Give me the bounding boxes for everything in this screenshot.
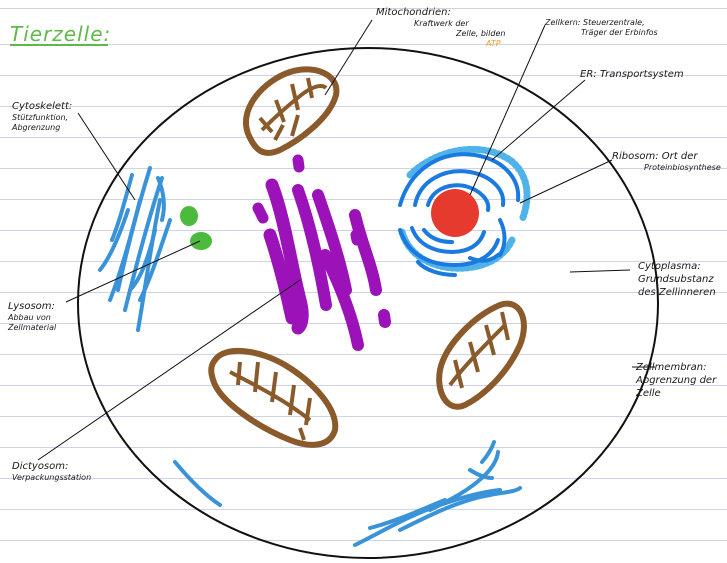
label-zellkern: Zellkern: Steuerzentrale, Träger der Erb… — [545, 18, 658, 38]
label-mitochondrien: Mitochondrien: Kraftwerk der Zelle, bild… — [376, 6, 505, 49]
label-zellmembran: Zellmembran: Abgrenzung der Zelle — [636, 361, 716, 400]
label-ribosom: Ribosom: Ort der Proteinbiosynthese — [612, 150, 721, 173]
nucleus — [431, 189, 479, 237]
label-er: ER: Transportsystem — [580, 68, 684, 81]
page-title: Tierzelle: — [10, 22, 111, 46]
mitochondrion-right — [439, 304, 524, 407]
label-cytoskelett: Cytoskelett: Stützfunktion, Abgrenzung — [12, 100, 72, 133]
label-dictyosom: Dictyosom: Verpackungsstation — [12, 460, 91, 483]
cytoskeleton-left — [100, 168, 170, 330]
mitochondrion-top — [246, 69, 336, 153]
label-cytoplasma: Cytoplasma: Grundsubstanz des Zellinnere… — [638, 260, 716, 299]
lysosomes — [180, 206, 212, 250]
cytoskeleton-bottom — [175, 442, 520, 545]
label-lysosom: Lysosom: Abbau von Zellmaterial — [8, 300, 56, 333]
mitochondrion-lower-left — [211, 351, 335, 445]
title-underline — [10, 44, 108, 46]
cell-membrane — [78, 48, 658, 558]
dictyosome — [258, 160, 385, 345]
